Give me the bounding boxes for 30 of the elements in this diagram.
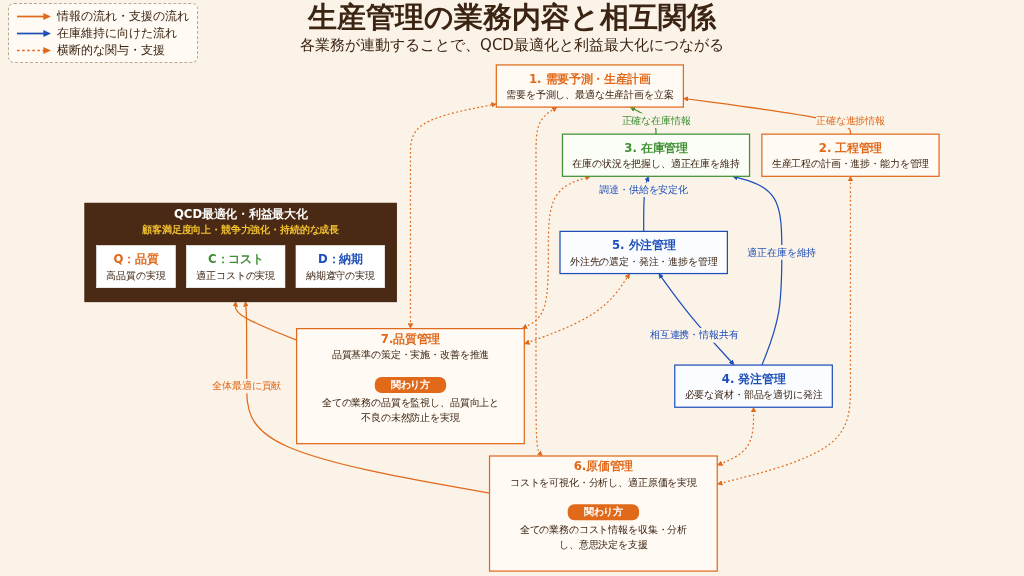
arrow (524, 273, 630, 345)
arrow (717, 176, 854, 486)
node-box: C：コスト 適正コストの実現 (186, 245, 286, 288)
edge-label: 相互連携・情報共有 (649, 329, 739, 341)
edge-label: 調達・供給を安定化 (599, 183, 688, 196)
edge-label: 正確な進捗情報 (816, 114, 885, 127)
node-label: 全ての業務のコスト情報を収集・分析し、意思決定を支援 (519, 524, 688, 551)
edge-label: 全体最適に貢献 (212, 380, 282, 392)
node-box: 1. 需要予測・生産計画 需要を予測し、最適な生産計画を立案 (495, 64, 684, 108)
arrow (535, 106, 558, 457)
arrow (732, 175, 783, 366)
node-label: 全ての業務の品質を監視し、品質向上と不良の未然防止を実現 (321, 396, 500, 424)
legend-text: 情報の流れ・支援の流れ (57, 7, 189, 25)
arrow (407, 102, 497, 329)
arrow (717, 407, 757, 466)
node-box: 4. 発注管理 必要な資材・部品を適切に発注 (674, 364, 833, 408)
legend-text: 在庫維持に向けた流れ (57, 24, 177, 42)
edge-label: 正確な在庫情報 (621, 114, 691, 127)
node-box: 3. 在庫管理 在庫の状況を把握し、適正在庫を維持 (561, 133, 751, 177)
title: 生産管理の業務内容と相互関係 (308, 0, 716, 35)
node-box: Q：品質 高品質の実現 (96, 245, 176, 288)
node-box: 5. 外注管理 外注先の選定・発注・進捗を管理 (559, 230, 728, 275)
node-box: D：納期 納期遵守の実現 (295, 245, 385, 288)
edge-label: 適正在庫を維持 (747, 246, 817, 258)
arrow (522, 175, 591, 329)
arrow (658, 273, 735, 366)
node-box: 関わり方 (567, 504, 640, 521)
node-box: 2. 工程管理 生産工程の計画・進捗・能力を管理 (761, 133, 940, 177)
node-box: 関わり方 (374, 376, 447, 393)
legend-text: 横断的な関与・支援 (57, 41, 165, 59)
